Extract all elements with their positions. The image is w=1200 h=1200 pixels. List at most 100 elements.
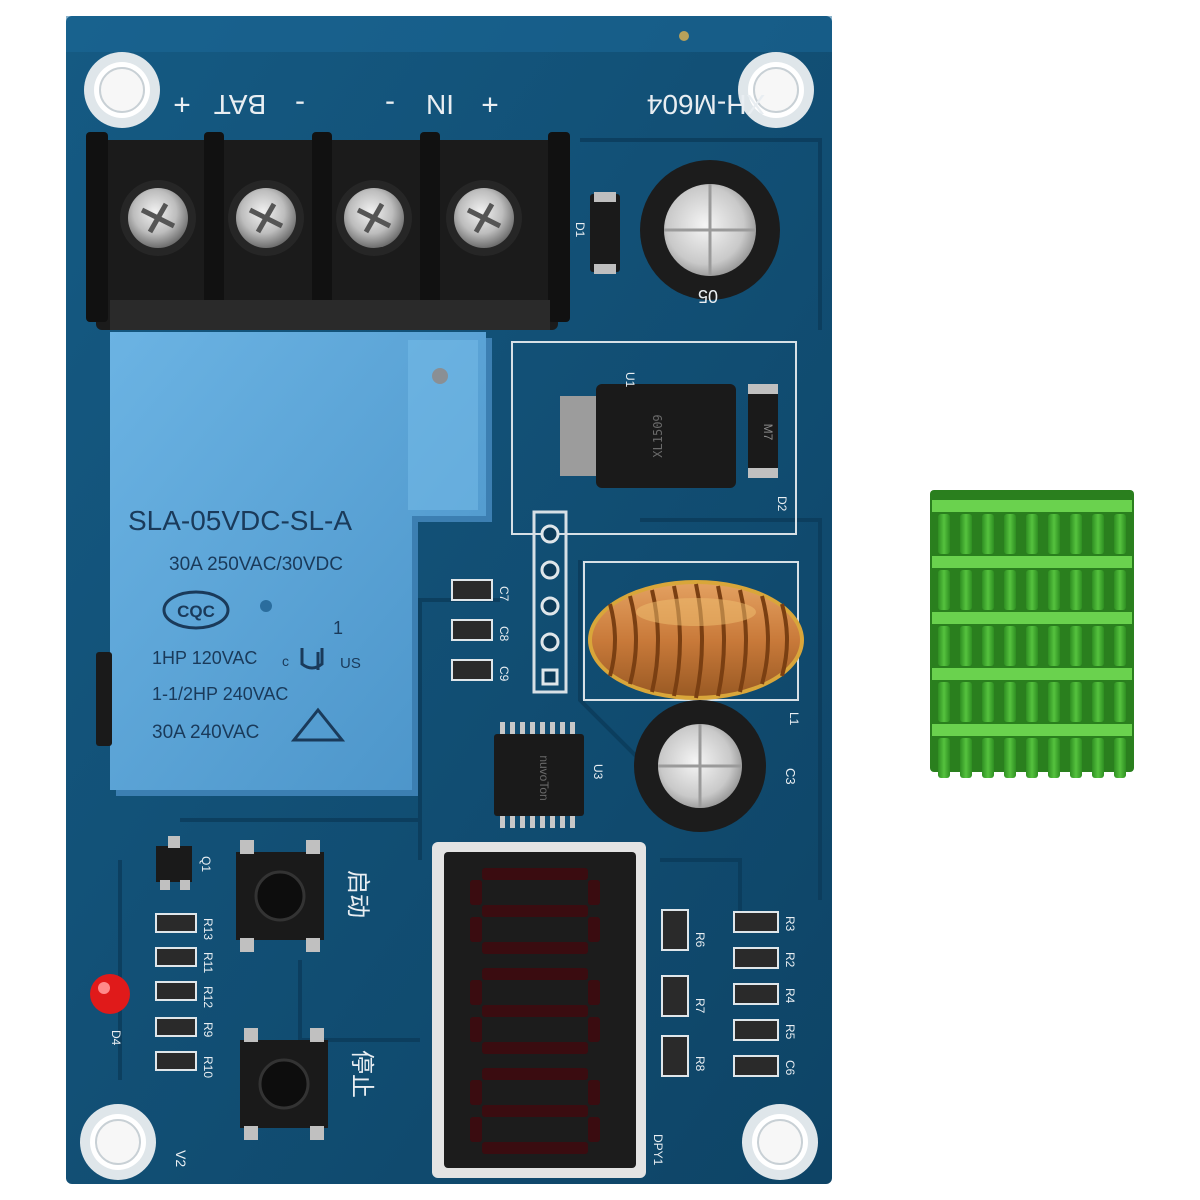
seven-segment-display: DPY1 — [432, 842, 665, 1178]
svg-text:DPY1: DPY1 — [651, 1134, 665, 1166]
diode-d1: D1 — [573, 192, 620, 274]
resistors-left: R13 R11 R12 R9 R10 — [155, 913, 215, 1078]
heatsink-fin — [1048, 570, 1060, 610]
segment-1-1 — [482, 1005, 588, 1017]
heatsink-fin — [1070, 570, 1082, 610]
svg-text:R10: R10 — [201, 1056, 215, 1078]
v2-label: V2 — [173, 1150, 189, 1167]
svg-text:U3: U3 — [591, 764, 605, 780]
start-button-label: 启动 — [344, 870, 371, 918]
segment-2-5 — [588, 1080, 600, 1105]
svg-text:C7: C7 — [497, 586, 511, 602]
heatsink-fin — [960, 626, 972, 666]
pin-header — [532, 510, 568, 694]
toroid-inductor-l1: L1 — [588, 580, 804, 726]
terminal-screw-3[interactable] — [336, 180, 412, 256]
svg-text:C3: C3 — [783, 768, 798, 785]
mounting-hole-top-right — [738, 52, 814, 128]
svg-text:IN: IN — [426, 89, 454, 120]
electrolytic-capacitor-top: 05 — [640, 160, 780, 306]
svg-text:+: + — [481, 88, 499, 121]
segment-1-3 — [470, 980, 482, 1005]
heatsink-fin — [1070, 682, 1082, 722]
svg-text:R3: R3 — [783, 916, 797, 932]
heatsink-bar — [932, 724, 1132, 736]
svg-text:US: US — [340, 655, 361, 672]
terminal-screw-2[interactable] — [228, 180, 304, 256]
heatsink-fin — [982, 738, 994, 778]
mounting-hole-top-left — [84, 52, 160, 128]
svg-text:R13: R13 — [201, 918, 215, 940]
heatsink-fin — [1070, 514, 1082, 554]
heatsink-fin — [960, 738, 972, 778]
heatsink-fin — [1026, 514, 1038, 554]
heatsink-fin — [1092, 626, 1104, 666]
relay-sla-05vdc: SLA-05VDC-SL-A 30A 250VAC/30VDC CQC 1 1H… — [110, 332, 492, 796]
heatsink-fin — [1114, 514, 1126, 554]
svg-text:C6: C6 — [783, 1060, 797, 1076]
heatsink-fin — [1004, 738, 1016, 778]
svg-text:L1: L1 — [787, 712, 801, 726]
svg-text:M7: M7 — [761, 424, 775, 441]
mounting-hole-bottom-right — [742, 1104, 818, 1180]
heatsink-fin — [1026, 626, 1038, 666]
segment-1-0 — [482, 968, 588, 980]
heatsink-fin — [960, 514, 972, 554]
mounting-hole-bottom-left — [80, 1104, 156, 1180]
svg-text:D4: D4 — [109, 1030, 123, 1046]
svg-text:R4: R4 — [783, 988, 797, 1004]
relay-model-text: SLA-05VDC-SL-A — [128, 505, 352, 536]
svg-text:nuvoTon: nuvoTon — [537, 755, 551, 800]
heatsink-fin — [1026, 682, 1038, 722]
svg-text:D2: D2 — [775, 496, 789, 512]
heatsink-fin — [938, 682, 950, 722]
segment-0-5 — [588, 880, 600, 905]
start-button[interactable] — [236, 840, 324, 952]
board-top-labels: XH-M604 + IN - - BAT + — [173, 88, 765, 121]
heatsink-fin — [1026, 570, 1038, 610]
diode-d2: M7 D2 — [748, 384, 789, 512]
side-smd-part — [96, 652, 112, 746]
heatsink-fin — [982, 514, 994, 554]
svg-text:R11: R11 — [201, 952, 215, 973]
heatsink-fin — [1114, 570, 1126, 610]
segment-0-6 — [588, 917, 600, 942]
heatsink-fin — [982, 682, 994, 722]
svg-text:Q1: Q1 — [199, 856, 213, 872]
segment-1-4 — [470, 1017, 482, 1042]
svg-text:R12: R12 — [201, 986, 215, 1008]
segment-0-0 — [482, 868, 588, 880]
heatsink-fin — [1114, 738, 1126, 778]
electrolytic-capacitor-c3: C3 — [634, 700, 798, 832]
svg-text:U1: U1 — [623, 372, 637, 388]
svg-text:R8: R8 — [693, 1056, 707, 1072]
heatsink-fin — [1114, 626, 1126, 666]
svg-text:D1: D1 — [573, 222, 587, 238]
stop-button[interactable] — [240, 1028, 328, 1140]
svg-text:05: 05 — [698, 286, 718, 306]
heatsink-fin — [938, 570, 950, 610]
svg-text:R7: R7 — [693, 998, 707, 1014]
segment-2-3 — [470, 1080, 482, 1105]
terminal-screw-1[interactable] — [120, 180, 196, 256]
segment-1-2 — [482, 1042, 588, 1054]
heatsink-fin — [1026, 738, 1038, 778]
heatsink-fin — [982, 570, 994, 610]
terminal-screw-4[interactable] — [446, 180, 522, 256]
heatsink-fin — [1070, 626, 1082, 666]
transistor-q1: Q1 — [156, 836, 213, 890]
svg-text:R2: R2 — [783, 952, 797, 968]
svg-text:1: 1 — [333, 618, 343, 638]
svg-text:-: - — [385, 88, 395, 121]
heatsink-fin — [1048, 626, 1060, 666]
heatsink-fin — [1004, 626, 1016, 666]
resistors-right: R3 R2 R4 R5 C6 — [733, 911, 797, 1077]
heatsink-fin — [1004, 514, 1016, 554]
svg-text:R9: R9 — [201, 1022, 215, 1038]
segment-0-2 — [482, 942, 588, 954]
led-d4: D4 — [90, 974, 130, 1046]
heatsink-bar — [932, 612, 1132, 624]
heatsink-fin — [1004, 570, 1016, 610]
svg-text:+: + — [173, 88, 191, 121]
segment-2-4 — [470, 1117, 482, 1142]
